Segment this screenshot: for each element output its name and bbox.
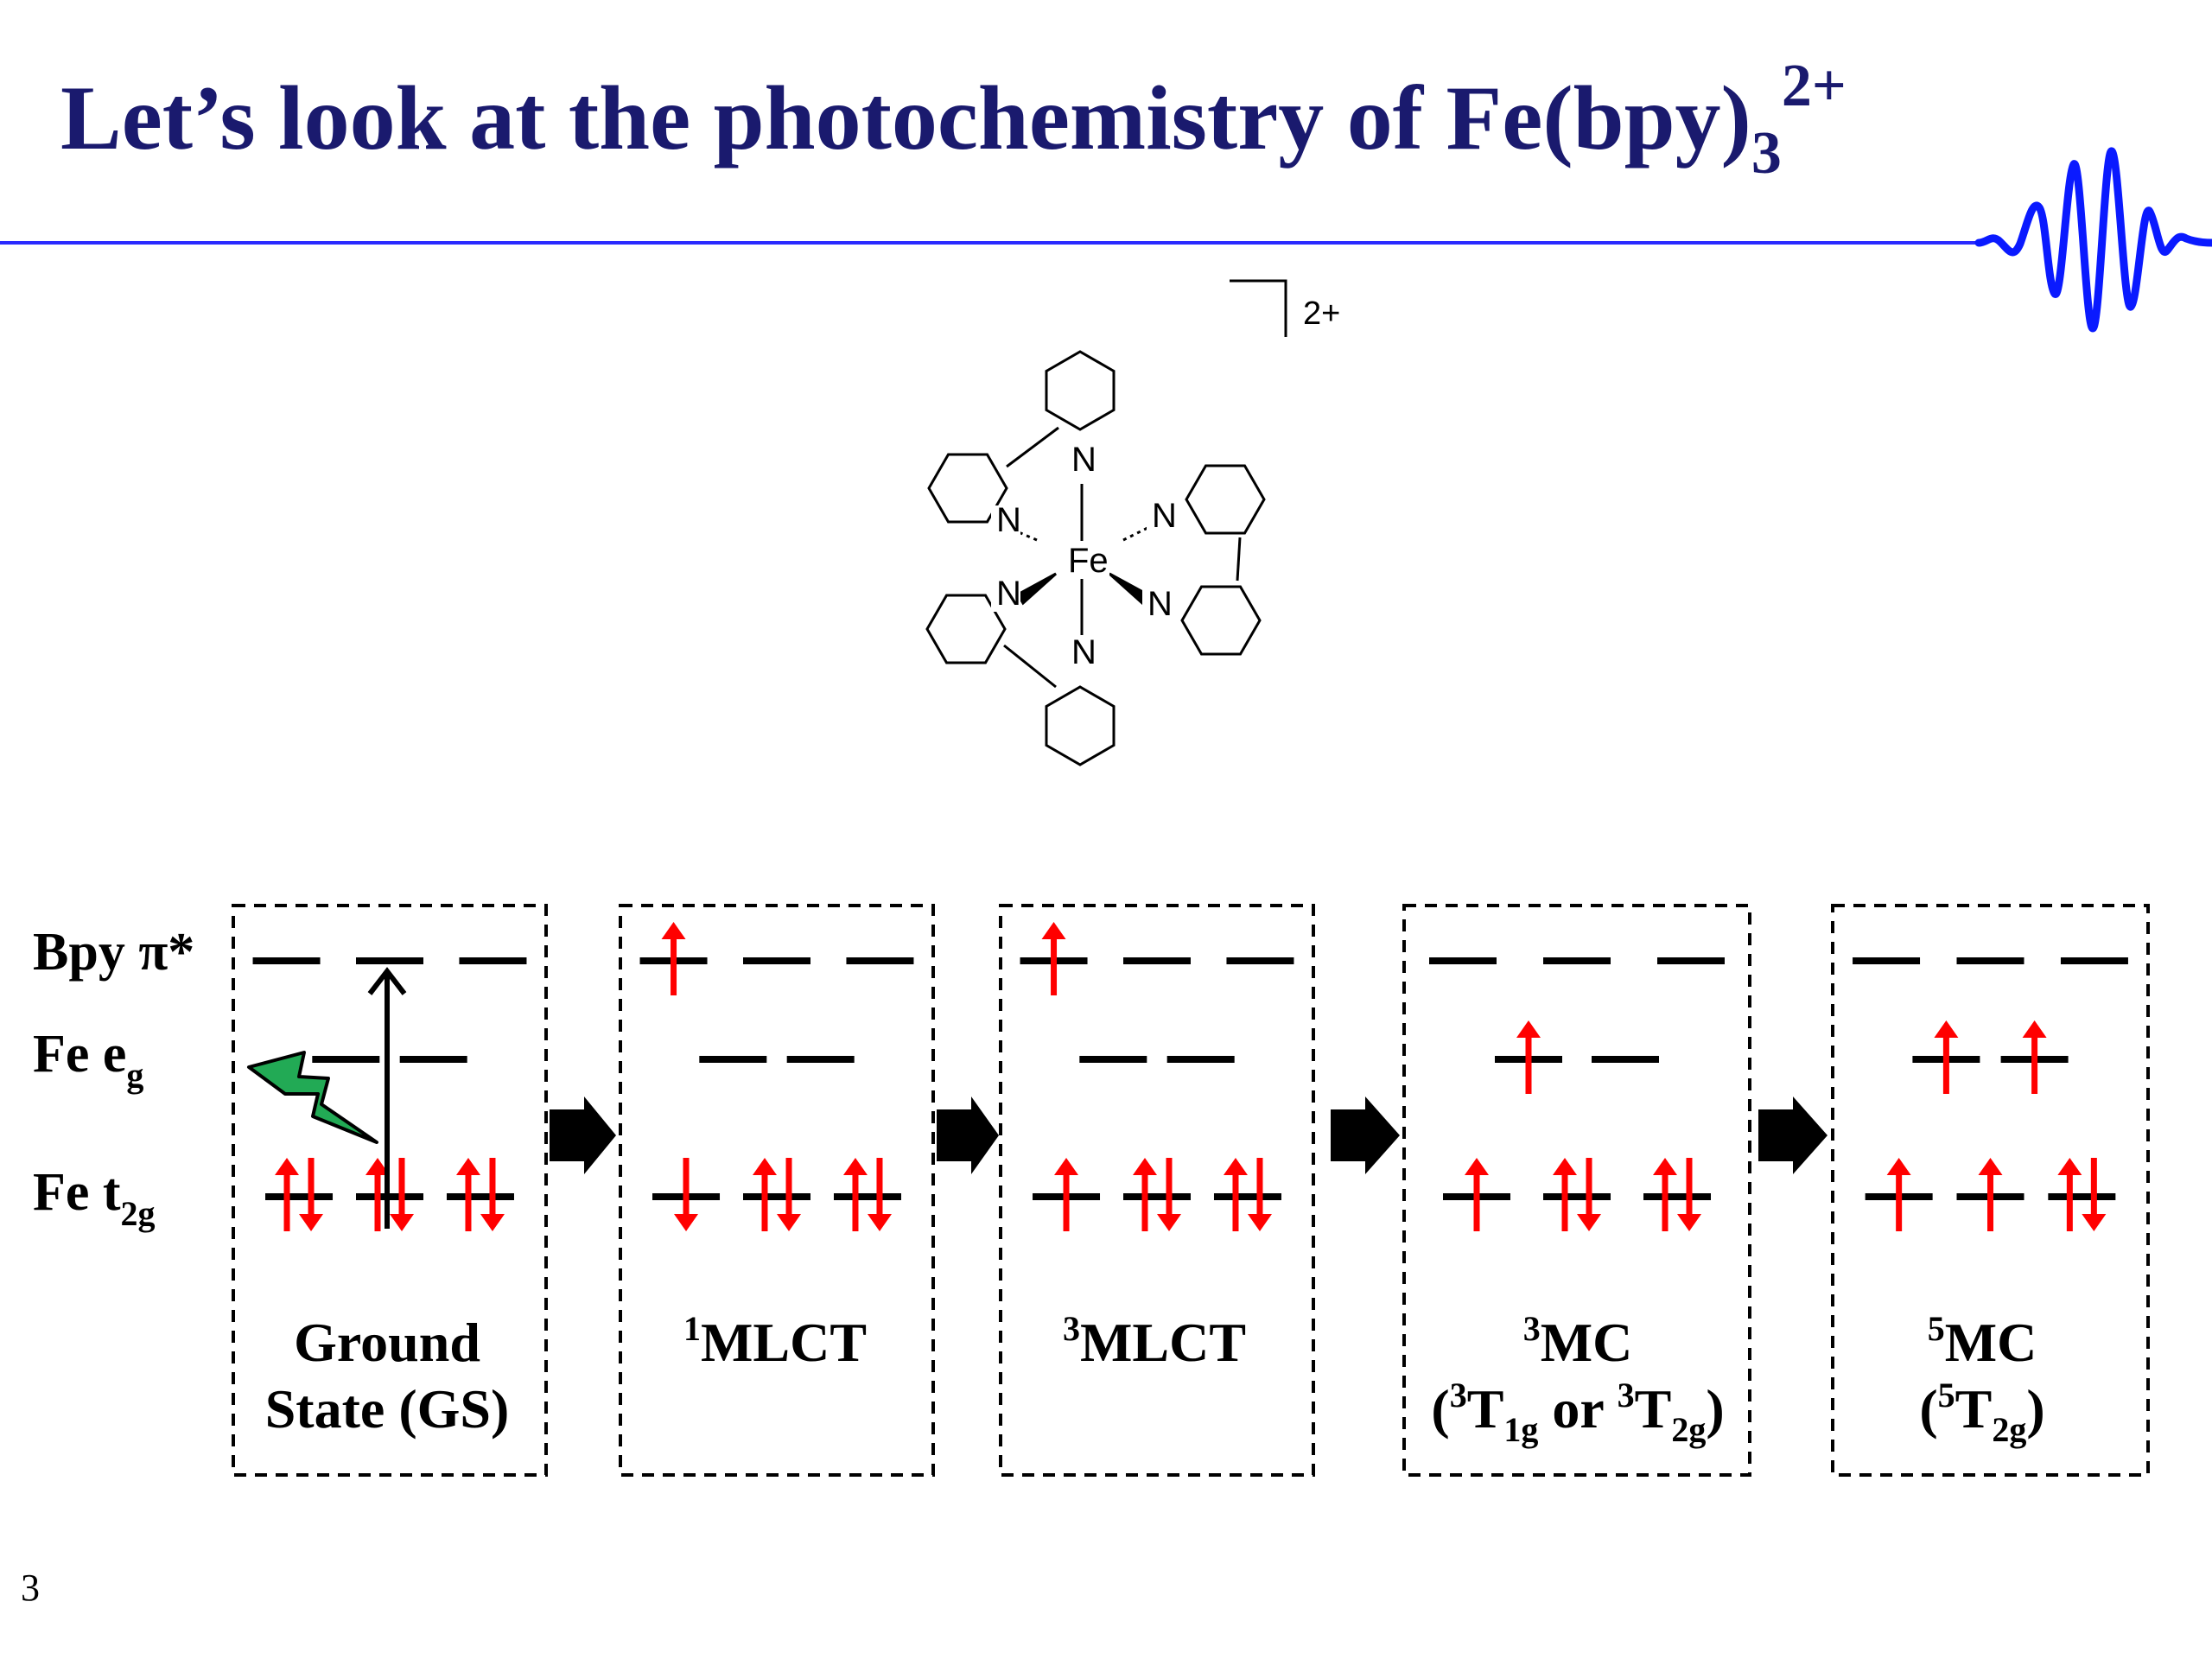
electron-arrowhead	[1516, 1020, 1541, 1038]
electron-arrowhead	[777, 1214, 801, 1231]
electron-arrowhead	[1054, 1158, 1079, 1175]
pyridine-ring	[1045, 685, 1116, 766]
state-box-1mlct	[619, 904, 935, 1477]
electron-arrowhead	[2057, 1158, 2082, 1175]
state-label-5mc-terms: (5T2g)	[1919, 1376, 2044, 1449]
electron-arrowhead	[1886, 1158, 1911, 1175]
state-label-3mc: 3MC	[1523, 1309, 1633, 1373]
state-label-5mc: 5MC	[1928, 1309, 2037, 1373]
page-number: 3	[21, 1567, 40, 1609]
transition-arrow	[550, 1096, 616, 1174]
pyridine-ring	[925, 594, 1007, 664]
atom-label-bg	[991, 505, 1020, 538]
n-atom: N	[996, 501, 1021, 539]
fe-n-wedge-bond	[1108, 572, 1150, 606]
slide-title: Let’s look at the photochemistry of Fe(b…	[60, 53, 1847, 187]
electron-arrowhead	[299, 1214, 324, 1231]
wave-logo	[1974, 147, 2212, 333]
fe-n-wedge-bond	[1015, 572, 1058, 606]
transition-arrow	[937, 1096, 999, 1174]
state-label-gs-1: Ground	[294, 1312, 480, 1373]
pyridine-ring	[1185, 464, 1266, 535]
excitation-arrowhead	[367, 967, 407, 995]
state-label-1mlct: 1MLCT	[683, 1309, 867, 1373]
electron-arrowhead	[365, 1158, 390, 1175]
lightning-icon	[247, 1051, 378, 1144]
title-superscript: 2+	[1782, 53, 1847, 119]
atom-label-bg	[1142, 589, 1172, 622]
electron-arrowhead	[1677, 1214, 1701, 1231]
state-box-gs	[232, 904, 548, 1477]
label-fe-t2g: Fe t2g	[33, 1163, 156, 1233]
bpy-bond	[1236, 537, 1242, 582]
n-atom: N	[1152, 497, 1177, 535]
n-atom: N	[1071, 633, 1096, 671]
label-fe-eg: Fe eg	[33, 1025, 143, 1095]
bpy-bond	[1003, 644, 1057, 689]
fe-n-dashed-bond	[1006, 525, 1038, 542]
n-atom: N	[1147, 585, 1173, 623]
electron-arrowhead	[1553, 1158, 1577, 1175]
state-diagram	[232, 904, 2150, 1477]
electron-arrowhead	[1247, 1214, 1272, 1231]
atom-label-bg	[1066, 546, 1109, 579]
n-atom: N	[1071, 441, 1096, 479]
state-label-3mlct: 3MLCT	[1063, 1309, 1246, 1373]
electron-arrowhead	[674, 1214, 699, 1231]
charge-bracket	[1230, 279, 1287, 337]
electron-arrowhead	[753, 1158, 777, 1175]
state-box-3mlct	[999, 904, 1315, 1477]
electron-arrowhead	[2082, 1214, 2107, 1231]
electron-arrowhead	[1978, 1158, 2003, 1175]
state-label-gs-2: State (GS)	[265, 1378, 510, 1440]
electron-arrowhead	[867, 1214, 892, 1231]
state-box-3mc	[1402, 904, 1751, 1477]
atom-label-bg	[1066, 445, 1096, 478]
state-box-5mc	[1831, 904, 2150, 1477]
fe-atom: Fe	[1068, 542, 1109, 580]
pyridine-ring	[1045, 350, 1116, 431]
electron-arrowhead	[842, 1158, 868, 1175]
electron-arrowhead	[455, 1158, 480, 1175]
electron-arrowhead	[1041, 922, 1066, 939]
transition-arrow	[1331, 1096, 1400, 1174]
label-bpy-pi-star: Bpy π*	[33, 923, 194, 982]
electron-arrowhead	[1934, 1020, 1959, 1038]
electron-arrowhead	[1133, 1158, 1157, 1175]
atom-label-bg	[1066, 638, 1096, 671]
atom-label-bg	[991, 579, 1020, 612]
electron-arrowhead	[1577, 1214, 1601, 1231]
electron-arrowhead	[2022, 1020, 2047, 1038]
state-label-3mc-terms: (3T1g or 3T2g)	[1431, 1376, 1724, 1449]
electron-arrowhead	[1465, 1158, 1489, 1175]
title-subscript: 3	[1751, 120, 1782, 187]
bpy-bond	[1006, 426, 1059, 468]
atom-label-bg	[1147, 501, 1176, 534]
n-atom: N	[996, 575, 1021, 613]
pyridine-ring	[927, 453, 1008, 524]
molecule-charge: 2+	[1303, 296, 1340, 332]
transition-arrow	[1758, 1096, 1827, 1174]
pyridine-ring	[1180, 585, 1262, 656]
electron-arrowhead	[1157, 1214, 1181, 1231]
electron-arrowhead	[275, 1158, 300, 1175]
electron-arrowhead	[480, 1214, 505, 1231]
electron-arrowhead	[1223, 1158, 1248, 1175]
title-main: Let’s look at the photochemistry of Fe(b…	[60, 67, 1751, 168]
electron-arrowhead	[661, 922, 686, 939]
electron-arrowhead	[390, 1214, 414, 1231]
electron-arrowhead	[1653, 1158, 1677, 1175]
